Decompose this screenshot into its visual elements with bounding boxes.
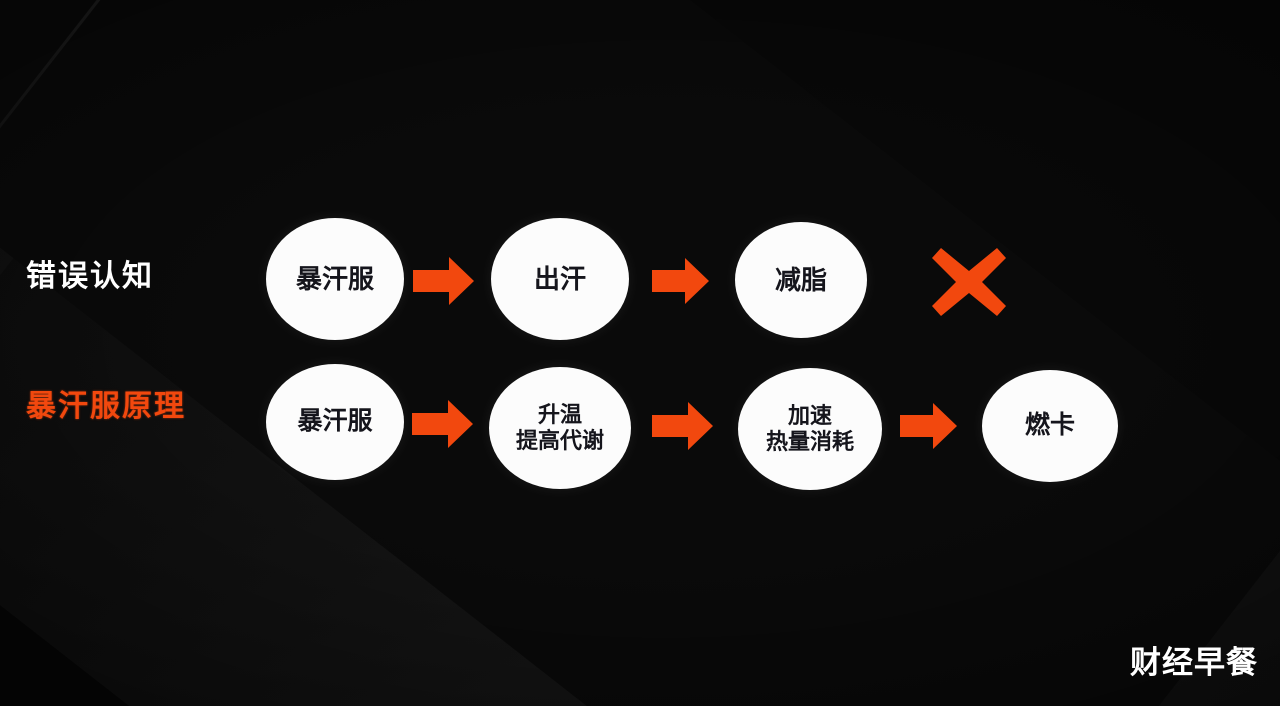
node-label: 加速 热量消耗	[765, 403, 854, 454]
node-row1-jianzhi[interactable]: 减脂	[735, 222, 867, 338]
node-label: 暴汗服	[295, 263, 374, 294]
node-row1-chuhan[interactable]: 出汗	[491, 218, 629, 340]
node-row2-ranka[interactable]: 燃卡	[982, 370, 1118, 482]
node-label: 减脂	[774, 264, 827, 295]
node-row2-jiasu[interactable]: 加速 热量消耗	[738, 368, 882, 490]
node-label: 燃卡	[1024, 411, 1075, 440]
arrow-right-icon-row1-2	[652, 256, 710, 306]
arrow-right-icon-row2-1	[412, 398, 474, 450]
row-label-wrong-belief: 错误认知	[26, 260, 154, 293]
arrow-right-icon-row2-3	[900, 402, 958, 450]
node-label: 暴汗服	[297, 407, 373, 436]
watermark-brand: 财经早餐	[1130, 645, 1258, 680]
row-label-principle: 暴汗服原理	[26, 390, 186, 423]
arrow-right-icon-row2-2	[652, 400, 714, 452]
cross-mark-icon-row1	[932, 248, 1006, 316]
node-label: 升温 提高代谢	[515, 402, 604, 453]
node-row1-baohanfu[interactable]: 暴汗服	[266, 218, 404, 340]
arrow-right-icon-row1-1	[413, 255, 475, 307]
node-row2-baohanfu[interactable]: 暴汗服	[266, 364, 404, 480]
node-row2-shengwen[interactable]: 升温 提高代谢	[489, 367, 631, 489]
node-label: 出汗	[533, 263, 586, 294]
